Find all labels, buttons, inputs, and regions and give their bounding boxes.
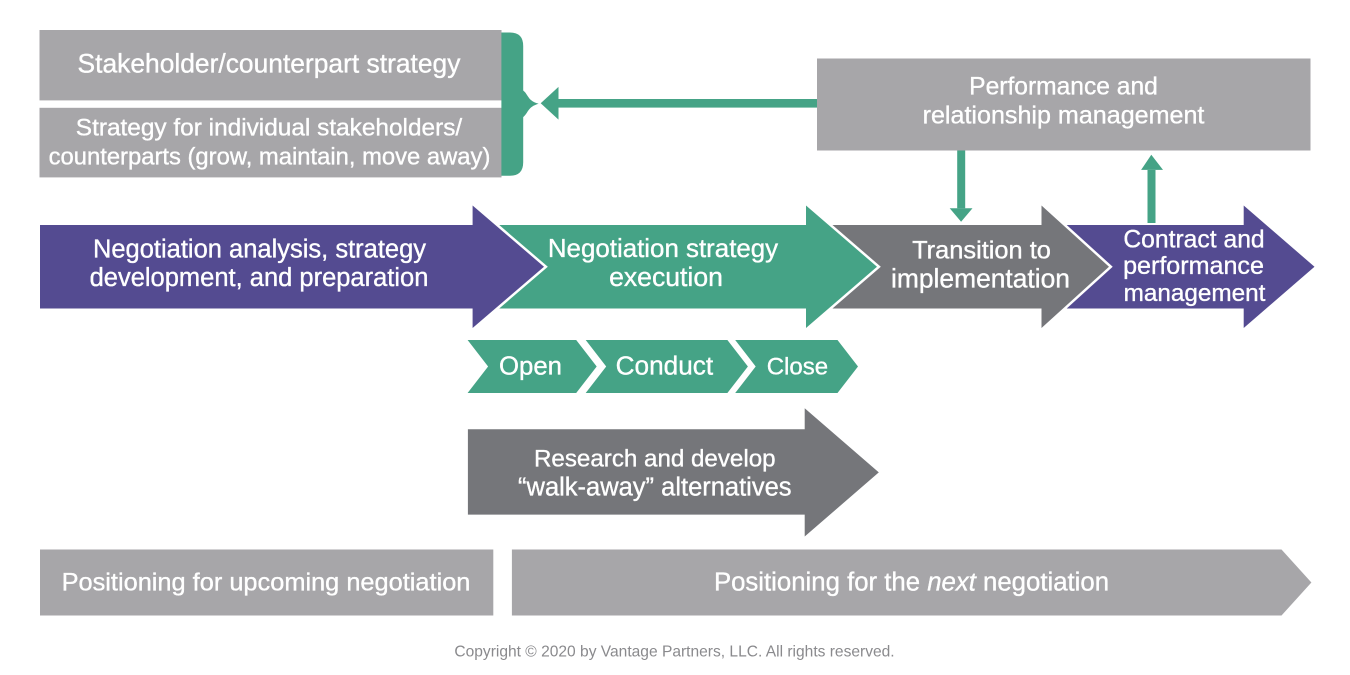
svg-text:Stakeholder/counterpart strate: Stakeholder/counterpart strategy bbox=[78, 48, 462, 78]
svg-text:relationship management: relationship management bbox=[923, 102, 1205, 130]
svg-text:management: management bbox=[1124, 280, 1266, 307]
svg-text:implementation: implementation bbox=[891, 263, 1070, 293]
svg-text:Negotiation strategy: Negotiation strategy bbox=[548, 235, 778, 263]
svg-text:“walk-away” alternatives: “walk-away” alternatives bbox=[518, 474, 792, 502]
svg-text:execution: execution bbox=[609, 262, 723, 292]
svg-text:counterparts (grow, maintain,: counterparts (grow, maintain, move away) bbox=[49, 143, 491, 170]
svg-text:Positioning for the next negot: Positioning for the next negotiation bbox=[714, 568, 1109, 596]
svg-text:Contract and: Contract and bbox=[1123, 226, 1264, 253]
svg-text:Research and develop: Research and develop bbox=[534, 445, 776, 472]
svg-text:Conduct: Conduct bbox=[616, 350, 714, 380]
svg-text:Positioning for upcoming negot: Positioning for upcoming negotiation bbox=[62, 568, 471, 596]
svg-text:Transition to: Transition to bbox=[912, 236, 1051, 264]
svg-text:Open: Open bbox=[499, 352, 562, 380]
svg-text:Copyright © 2020 by Vantage Pa: Copyright © 2020 by Vantage Partners, LL… bbox=[454, 643, 894, 660]
svg-text:development, and preparation: development, and preparation bbox=[90, 264, 429, 292]
svg-text:performance: performance bbox=[1123, 252, 1264, 280]
svg-text:Negotiation analysis, strategy: Negotiation analysis, strategy bbox=[93, 235, 426, 263]
svg-text:Close: Close bbox=[767, 353, 828, 380]
svg-text:Performance and: Performance and bbox=[969, 74, 1158, 101]
svg-text:Strategy for individual stakeh: Strategy for individual stakeholders/ bbox=[76, 115, 463, 142]
